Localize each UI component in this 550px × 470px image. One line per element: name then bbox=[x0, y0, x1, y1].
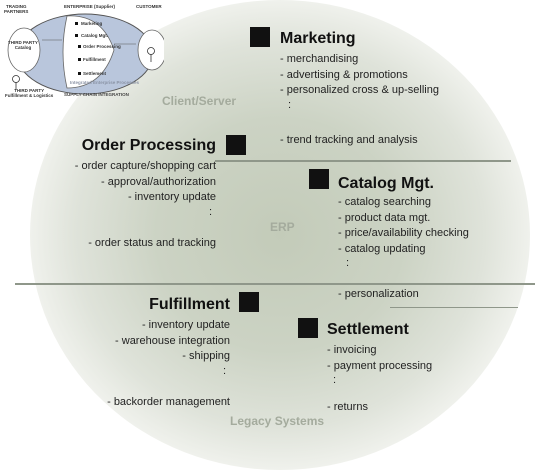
inset-box-settlement: Settlement bbox=[83, 71, 107, 76]
list-item: - catalog searching bbox=[338, 196, 431, 208]
overview-inset: TRADING PARTNERS ENTERPRISE (Supplier) C… bbox=[2, 2, 164, 104]
order-processing-title: Order Processing bbox=[81, 137, 216, 154]
zone-label-legacy: Legacy Systems bbox=[230, 414, 325, 428]
list-item: - personalization bbox=[338, 288, 419, 300]
list-item: - returns bbox=[327, 401, 368, 413]
list-item: - personalized cross & up-selling bbox=[280, 84, 439, 96]
ellipsis: : bbox=[333, 374, 337, 386]
catalog-title: Catalog Mgt. bbox=[338, 175, 434, 192]
inset-label-trading: TRADING PARTNERS bbox=[4, 4, 29, 14]
diagram: Client/Server ERP Legacy Systems Marketi… bbox=[2, 0, 535, 470]
marketing-title: Marketing bbox=[280, 30, 356, 47]
list-item: - invoicing bbox=[327, 344, 377, 356]
marketing-items: - merchandising - advertising & promotio… bbox=[280, 52, 439, 148]
catalog-marker bbox=[309, 169, 329, 189]
divider-erp-legacy bbox=[15, 283, 535, 285]
inset-label-customer: CUSTOMER bbox=[136, 4, 162, 9]
ellipsis: : bbox=[346, 257, 350, 269]
ellipsis: : bbox=[222, 364, 226, 377]
catalog-items: - catalog searching - product data mgt. … bbox=[338, 195, 469, 303]
list-item: - order capture/shopping cart bbox=[74, 160, 216, 172]
settlement-marker bbox=[298, 318, 318, 338]
inset-label-third-party-catalog: THIRD PARTY Catalog bbox=[8, 40, 38, 50]
inset-box-catalog: Catalog Mgt. bbox=[81, 33, 108, 38]
inset-enterprise-label: Integrated Enterprise Processes bbox=[70, 80, 140, 85]
inset-arc-label: SUPPLY CHAIN INTEGRATION bbox=[64, 92, 129, 97]
inset-label-third-party-fulfillment: THIRD PARTY Fulfillment & Logistics bbox=[5, 88, 54, 98]
inset-box-fulfillment: Fulfillment bbox=[83, 57, 106, 62]
fulfillment-title: Fulfillment bbox=[149, 296, 230, 313]
marketing-marker bbox=[250, 27, 270, 47]
settlement-items: - invoicing - payment processing : - ret… bbox=[327, 343, 432, 416]
list-item: - inventory update bbox=[127, 191, 216, 203]
list-item: - order status and tracking bbox=[88, 236, 216, 249]
list-item: - inventory update bbox=[141, 319, 230, 331]
inset-box-marketing: Marketing bbox=[81, 21, 103, 26]
list-item: - trend tracking and analysis bbox=[280, 133, 418, 146]
ellipsis: : bbox=[208, 205, 212, 218]
divider-short bbox=[390, 307, 518, 308]
inset-box-order: Order Processing bbox=[83, 44, 121, 49]
inset-label-enterprise: ENTERPRISE (Supplier) bbox=[64, 4, 116, 9]
divider-client-erp bbox=[215, 160, 511, 162]
list-item: - price/availability checking bbox=[338, 227, 469, 239]
zone-label-erp: ERP bbox=[270, 220, 295, 234]
fulfillment-marker bbox=[239, 292, 259, 312]
list-item: - product data mgt. bbox=[338, 211, 431, 224]
inset-graphic bbox=[7, 13, 164, 95]
list-item: - approval/authorization bbox=[101, 175, 216, 188]
list-item: - payment processing bbox=[327, 359, 433, 372]
list-item: - shipping bbox=[182, 350, 230, 362]
order-processing-marker bbox=[226, 135, 246, 155]
list-item: - backorder management bbox=[107, 395, 230, 408]
list-item: - advertising & promotions bbox=[280, 68, 408, 81]
list-item: - warehouse integration bbox=[115, 334, 230, 347]
list-item: - merchandising bbox=[280, 53, 359, 65]
list-item: - catalog updating bbox=[338, 242, 426, 255]
order-processing-items: - order capture/shopping cart - approval… bbox=[75, 159, 216, 251]
zone-label-client-server: Client/Server bbox=[162, 94, 237, 108]
ellipsis: : bbox=[288, 98, 292, 111]
settlement-title: Settlement bbox=[327, 321, 409, 338]
fulfillment-items: - inventory update - warehouse integrati… bbox=[107, 318, 230, 410]
